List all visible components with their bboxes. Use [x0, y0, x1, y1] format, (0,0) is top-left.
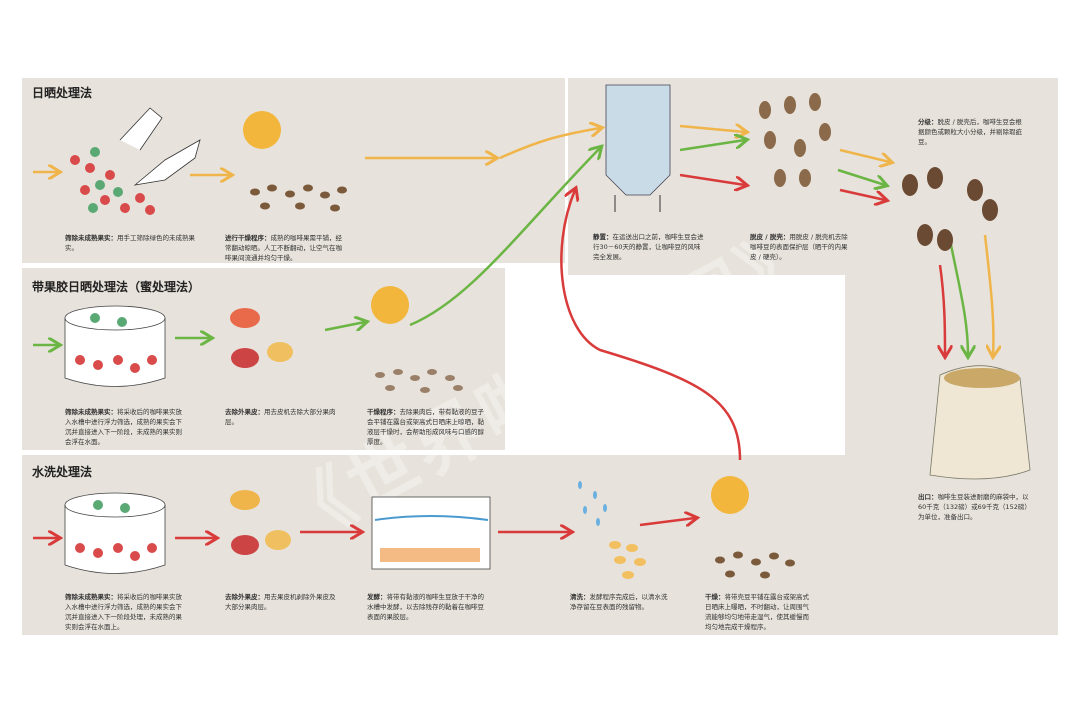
- green-arrows: [33, 140, 968, 355]
- step-label: 筛除未成熟果实：: [65, 234, 117, 242]
- step-text: 用手工筛除绿色的未成熟果实。: [65, 234, 195, 252]
- natural-title: 日晒处理法: [32, 86, 93, 100]
- export-step: 出口：咖啡生豆装进耐磨的麻袋中，以60千克（132磅）或69千克（152磅）为单…: [918, 492, 1036, 522]
- hands-sorting-illustration: [70, 107, 201, 215]
- step-label: 清洗：: [570, 593, 590, 601]
- step-text: 咖啡生豆装进耐磨的麻袋中，以60千克（132磅）或69千克（152磅）为单位，准…: [918, 493, 1031, 521]
- step-text: 将采收后的咖啡果实放入水槽中进行浮力筛选，成熟的果实会下沉并直接进入下一阶段，未…: [65, 408, 182, 446]
- orange-arrows: [33, 126, 993, 355]
- washed-title: 水洗处理法: [32, 465, 93, 479]
- sack-illustration: [929, 365, 1031, 480]
- step-label: 筛除未成熟果实：: [65, 593, 117, 601]
- step-text: 用去果皮机剥除外果皮及大部分果肉层。: [225, 593, 336, 611]
- step-text: 成熟的咖啡果需平铺，经常翻动晾晒。人工不断翻动，让空气在咖啡果间流通并均匀干燥。: [225, 234, 342, 262]
- sun-illustration: [371, 286, 409, 324]
- washed-step-1: 筛除未成熟果实：将采收后的咖啡果实放入水槽中进行浮力筛选，成熟的果实会下沉并直接…: [65, 592, 187, 632]
- step-text: 发酵程序完成后，以清水洗净存留在豆表面的残留物。: [570, 593, 668, 611]
- step-text: 用去皮机去除大部分果肉层。: [225, 408, 336, 426]
- resting-step: 静置：在运送出口之前，咖啡生豆会进行30－60天的静置，让咖啡豆的风味完全发展。: [593, 232, 705, 262]
- drying-beans: [375, 369, 463, 393]
- step-text: 将采收后的咖啡果实放入水槽中进行浮力筛选，成熟的果实会下沉并直接进入下一阶段处理…: [65, 593, 182, 631]
- fermentation-tank-illustration: [371, 496, 491, 570]
- step-text: 用脱皮 / 脱壳机去除咖啡豆的表面保护层（晒干的内果皮 / 硬壳）。: [750, 233, 848, 261]
- washed-step-4: 清洗：发酵程序完成后，以清水洗净存留在豆表面的残留物。: [570, 592, 670, 612]
- hulled-beans: [759, 93, 831, 187]
- step-label: 静置：: [593, 233, 613, 241]
- honey-step-2: 去除外果皮：用去皮机去除大部分果肉层。: [225, 407, 340, 427]
- water-drops-illustration: [578, 481, 607, 526]
- step-label: 去除外果皮：: [225, 408, 264, 416]
- step-text: 将带有黏液的咖啡生豆放于干净的水槽中发酵，以去除残存的黏着在咖啡豆表面的果胶层。: [367, 593, 484, 621]
- step-label: 出口：: [918, 493, 938, 501]
- washed-step-2: 去除外果皮：用去果皮机剥除外果皮及大部分果肉层。: [225, 592, 340, 612]
- honey-title: 带果胶日晒处理法（蜜处理法）: [32, 280, 201, 294]
- step-label: 脱皮 / 脱壳：: [750, 233, 790, 241]
- depulped-cherries-illustration: [230, 490, 291, 555]
- natural-step-2: 进行干燥程序：成熟的咖啡果需平铺，经常翻动晾晒。人工不断翻动，让空气在咖啡果间流…: [225, 233, 345, 263]
- step-label: 筛除未成熟果实：: [65, 408, 117, 416]
- washed-step-5: 干燥：将带壳豆平铺在露台或架高式日晒床上曝晒，不时翻动，让周围气流能够均匀地带走…: [705, 592, 815, 632]
- step-text: 在运送出口之前，咖啡生豆会进行30－60天的静置，让咖啡豆的风味完全发展。: [593, 233, 704, 261]
- water-tank-illustration: [64, 305, 166, 387]
- step-text: 将带壳豆平铺在露台或架高式日晒床上曝晒，不时翻动，让周围气流能够均匀地带走湿气，…: [705, 593, 809, 631]
- step-label: 发酵：: [367, 593, 387, 601]
- depulped-cherries-illustration: [230, 308, 293, 368]
- step-label: 去除外果皮：: [225, 593, 264, 601]
- graded-beans: [902, 167, 998, 251]
- honey-step-3: 干燥程序：去除果肉后，带有黏液的豆子会平铺在露台或架高式日晒床上晾晒，黏液层干燥…: [367, 407, 487, 447]
- honey-step-1: 筛除未成熟果实：将采收后的咖啡果实放入水槽中进行浮力筛选，成熟的果实会下沉并直接…: [65, 407, 187, 447]
- silo-illustration: [605, 84, 671, 212]
- step-label: 干燥程序：: [367, 408, 400, 416]
- step-text: 去除果肉后，带有黏液的豆子会平铺在露台或架高式日晒床上晾晒，黏液层干燥时，会帮助…: [367, 408, 484, 446]
- sun-illustration: [243, 111, 281, 149]
- drying-beans: [250, 184, 347, 212]
- natural-step-1: 筛除未成熟果实：用手工筛除绿色的未成熟果实。: [65, 233, 200, 253]
- hulling-step: 脱皮 / 脱壳：用脱皮 / 脱壳机去除咖啡豆的表面保护层（晒干的内果皮 / 硬壳…: [750, 232, 850, 262]
- sun-illustration: [711, 476, 749, 514]
- step-text: 脱皮 / 脱壳后，咖啡生豆会根据颜色或颗粒大小分级，并剔除瑕疵豆。: [918, 118, 1022, 146]
- step-label: 干燥：: [705, 593, 725, 601]
- grading-step: 分级：脱皮 / 脱壳后，咖啡生豆会根据颜色或颗粒大小分级，并剔除瑕疵豆。: [918, 117, 1026, 147]
- drying-beans: [715, 551, 795, 579]
- natural-process-panel: [22, 78, 565, 263]
- washed-step-3: 发酵：将带有黏液的咖啡生豆放于干净的水槽中发酵，以去除残存的黏着在咖啡豆表面的果…: [367, 592, 485, 622]
- washed-beans: [609, 541, 646, 579]
- red-arrows: [33, 173, 945, 538]
- water-tank-illustration: [64, 492, 166, 574]
- step-label: 进行干燥程序：: [225, 234, 271, 242]
- step-label: 分级：: [918, 118, 938, 126]
